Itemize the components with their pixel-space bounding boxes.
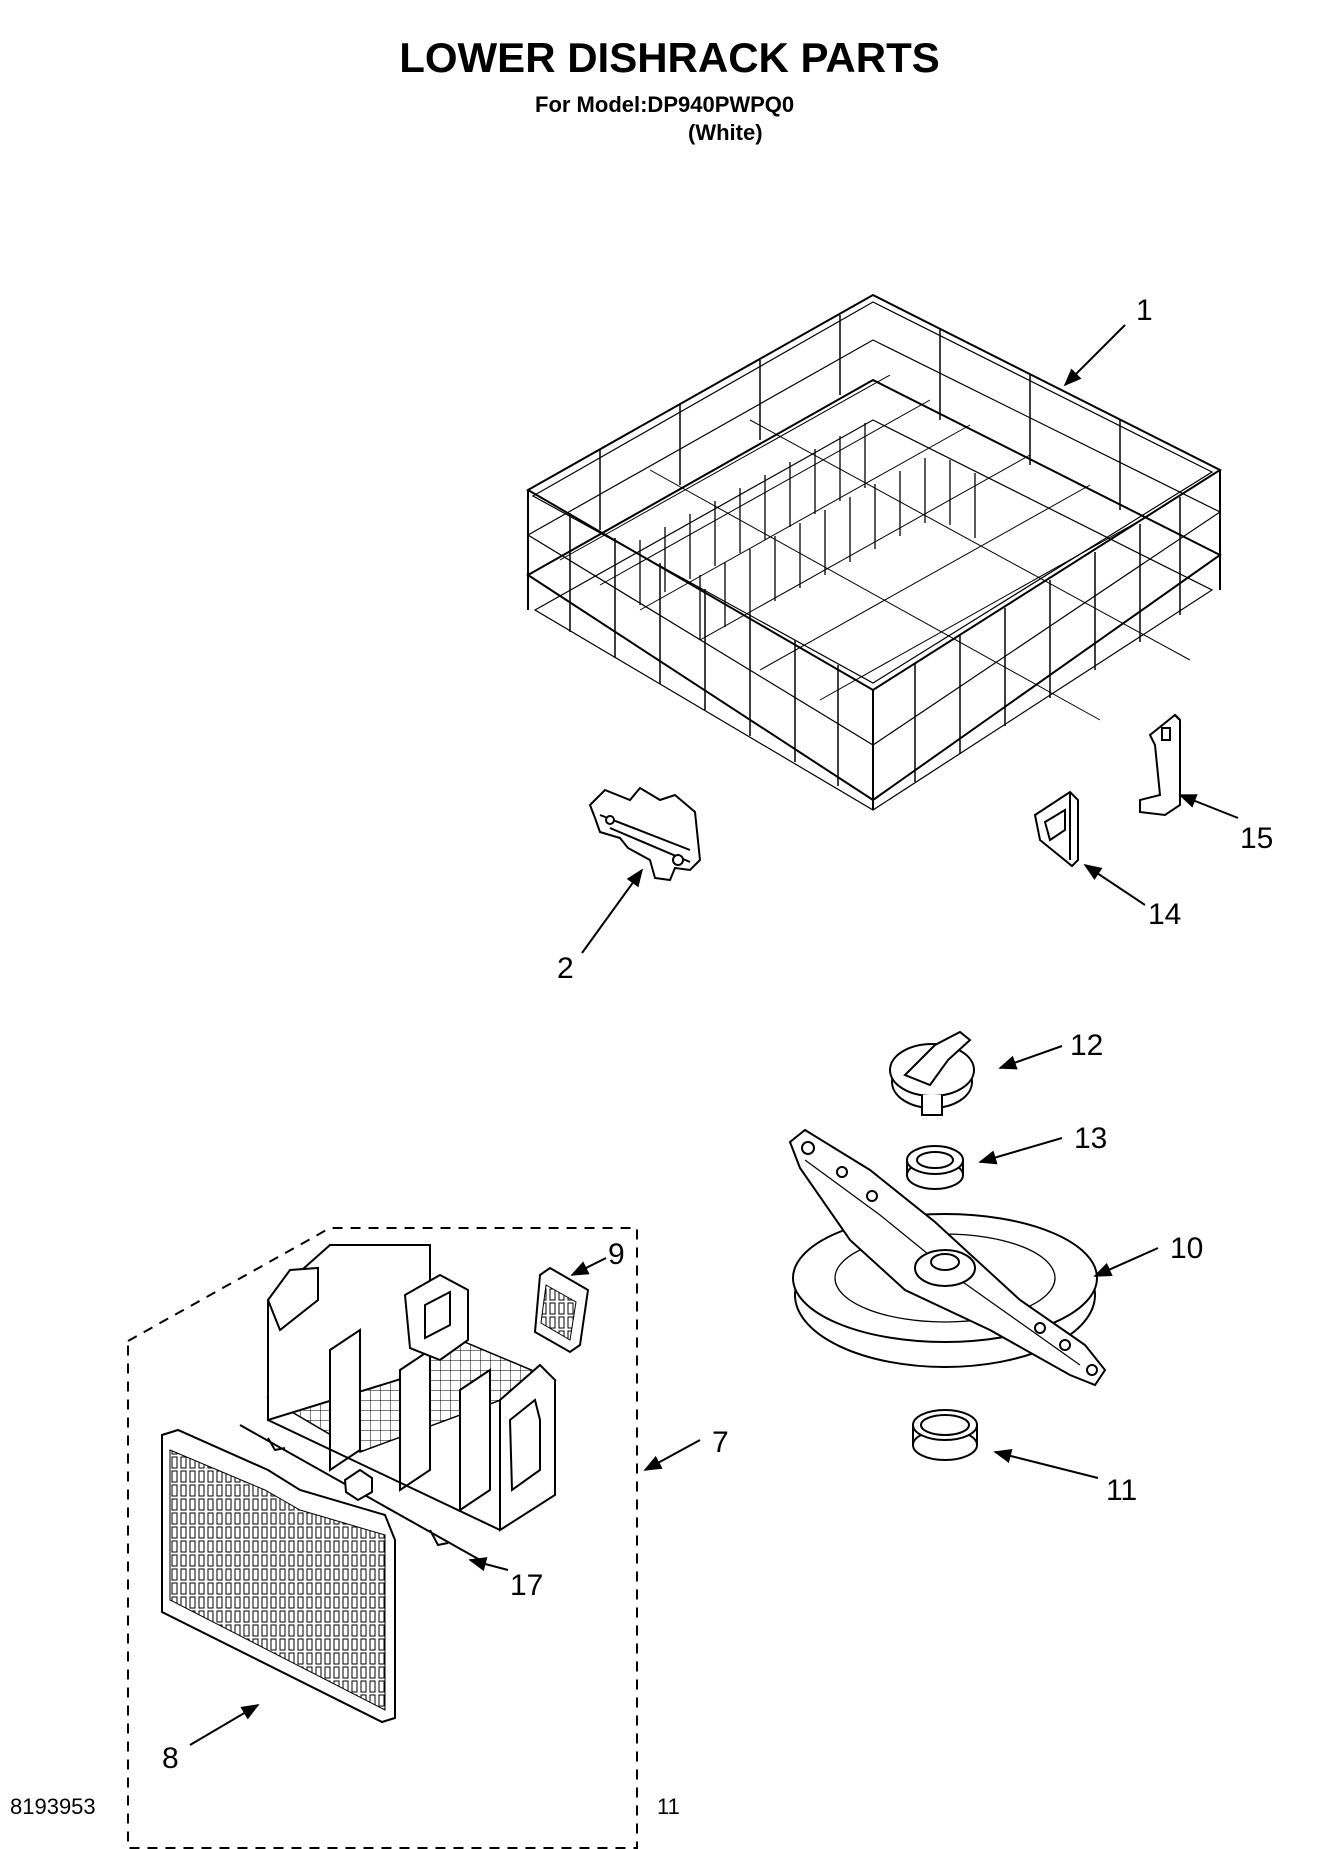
callout-17: 17 (510, 1569, 543, 1602)
rack-bracket-part (1139, 713, 1181, 817)
leader-2 (581, 868, 644, 954)
leader-13 (978, 1137, 1063, 1165)
model-line: For Model:DP940PWPQ0 (535, 92, 795, 117)
callout-numbers: 1 2 14 15 12 13 10 11 9 7 17 8 (162, 294, 1273, 1775)
callout-7: 7 (712, 1426, 729, 1459)
color-variant: (White) (688, 120, 763, 145)
leader-14 (1083, 864, 1146, 906)
leader-1 (1063, 324, 1126, 387)
rack-stop-part (1033, 790, 1079, 868)
leader-12 (998, 1045, 1063, 1070)
bearing-ring-part (906, 1145, 964, 1190)
callout-1: 1 (1136, 294, 1153, 327)
callout-15: 15 (1240, 822, 1273, 855)
dishrack-basket (525, 293, 1223, 811)
spray-arm-part (788, 1128, 1107, 1387)
leader-lines (189, 324, 1239, 1746)
page-title: LOWER DISHRACK PARTS (399, 34, 940, 81)
leader-8 (189, 1704, 260, 1746)
callout-12: 12 (1070, 1029, 1103, 1062)
callout-11: 11 (1106, 1474, 1137, 1507)
callout-2: 2 (557, 952, 574, 985)
leader-15 (1178, 794, 1239, 819)
leader-17 (468, 1557, 509, 1572)
silverware-basket-part (266, 1244, 558, 1532)
silverware-assembly-boundary (127, 1227, 638, 1849)
leader-7 (643, 1439, 701, 1471)
rack-clip-part (588, 786, 702, 882)
leader-11 (993, 1448, 1099, 1479)
leader-9 (570, 1257, 607, 1276)
seal-ring-part (912, 1409, 978, 1461)
callout-13: 13 (1074, 1122, 1107, 1155)
callout-14: 14 (1148, 898, 1181, 931)
page-number: 11 (657, 1794, 680, 1819)
document-number: 8193953 (10, 1794, 96, 1819)
callout-9: 9 (608, 1238, 625, 1271)
leader-10 (1093, 1247, 1159, 1277)
wash-arm-cap-part (889, 1030, 975, 1116)
callout-10: 10 (1170, 1232, 1203, 1265)
hinge-rod-part (239, 1424, 481, 1561)
callout-8: 8 (162, 1742, 179, 1775)
basket-cover-part (161, 1428, 396, 1724)
basket-divider-part (533, 1266, 590, 1354)
